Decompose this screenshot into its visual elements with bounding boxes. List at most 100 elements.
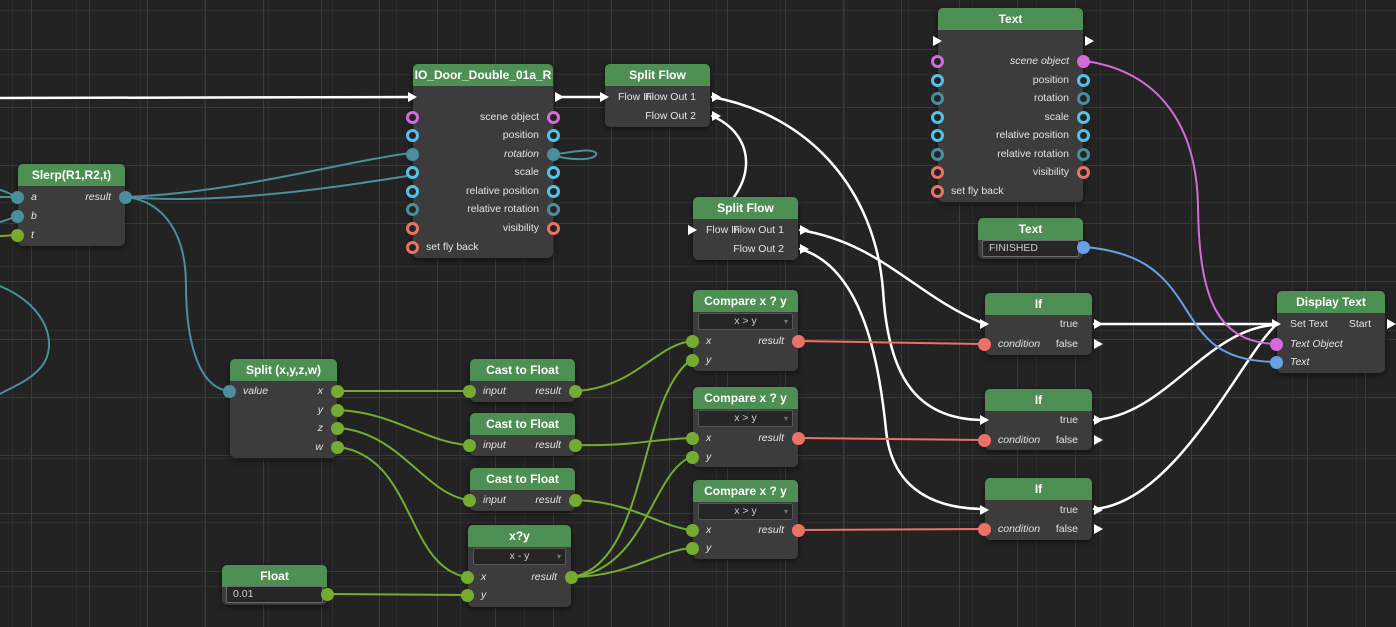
port-result[interactable] bbox=[565, 570, 578, 584]
port-y[interactable] bbox=[686, 353, 699, 367]
flow-in-port-flow-in[interactable] bbox=[600, 91, 609, 102]
port-relative-rotation[interactable] bbox=[547, 202, 560, 216]
port-condition[interactable] bbox=[978, 433, 991, 447]
port-a[interactable] bbox=[11, 190, 24, 204]
port-result[interactable] bbox=[569, 493, 582, 507]
port-input[interactable] bbox=[406, 184, 419, 198]
port-condition[interactable] bbox=[978, 522, 991, 536]
port-result[interactable] bbox=[119, 190, 132, 204]
port-relative-position[interactable] bbox=[1077, 128, 1090, 142]
operator-dropdown[interactable]: x > y▾ bbox=[698, 410, 793, 427]
port-text-object[interactable] bbox=[1270, 337, 1283, 351]
port-input[interactable] bbox=[931, 165, 944, 179]
port-set-fly-back[interactable] bbox=[931, 184, 944, 198]
port-relative-position[interactable] bbox=[547, 184, 560, 198]
port-result[interactable] bbox=[569, 384, 582, 398]
port-scale[interactable] bbox=[547, 165, 560, 179]
port-b[interactable] bbox=[11, 209, 24, 223]
port-visibility[interactable] bbox=[547, 221, 560, 235]
port-input[interactable] bbox=[931, 91, 944, 105]
flow-out-port-false[interactable] bbox=[1094, 338, 1103, 349]
port-x[interactable] bbox=[686, 334, 699, 348]
flow-in-port[interactable] bbox=[980, 504, 989, 515]
flow-out-port-false[interactable] bbox=[1094, 434, 1103, 445]
flow-out-port[interactable] bbox=[1085, 35, 1094, 46]
flow-out-port-start[interactable] bbox=[1387, 318, 1396, 329]
port-rotation[interactable] bbox=[1077, 91, 1090, 105]
port-output[interactable] bbox=[321, 587, 334, 601]
value-input[interactable]: 0.01 bbox=[226, 586, 323, 603]
flow-out-port-false[interactable] bbox=[1094, 523, 1103, 534]
port-x[interactable] bbox=[686, 523, 699, 537]
port-scene-object[interactable] bbox=[547, 110, 560, 124]
port-input[interactable] bbox=[406, 110, 419, 124]
port-t[interactable] bbox=[11, 228, 24, 242]
operator-dropdown[interactable]: x > y▾ bbox=[698, 313, 793, 330]
flow-in-port-set-text[interactable] bbox=[1272, 318, 1281, 329]
port-position[interactable] bbox=[1077, 73, 1090, 87]
port-visibility[interactable] bbox=[1077, 165, 1090, 179]
port-result[interactable] bbox=[792, 431, 805, 445]
port-x[interactable] bbox=[331, 384, 344, 398]
flow-in-port[interactable] bbox=[980, 318, 989, 329]
flow-out-port-true[interactable] bbox=[1094, 414, 1103, 425]
port-x[interactable] bbox=[461, 570, 474, 584]
operator-dropdown[interactable]: x - y▾ bbox=[473, 548, 566, 565]
port-y[interactable] bbox=[461, 588, 474, 602]
port-input[interactable] bbox=[406, 165, 419, 179]
operator-dropdown[interactable]: x > y▾ bbox=[698, 503, 793, 520]
flow-out-port-true[interactable] bbox=[1094, 504, 1103, 515]
port-input[interactable] bbox=[931, 73, 944, 87]
port-y[interactable] bbox=[686, 541, 699, 555]
flow-out-port[interactable] bbox=[555, 91, 564, 102]
port-rotation[interactable] bbox=[547, 147, 560, 161]
port-y[interactable] bbox=[331, 403, 344, 417]
port-input[interactable] bbox=[406, 128, 419, 142]
port-result[interactable] bbox=[792, 334, 805, 348]
port-w[interactable] bbox=[331, 440, 344, 454]
port-relative-rotation[interactable] bbox=[1077, 147, 1090, 161]
port-input[interactable] bbox=[931, 54, 944, 68]
port-input[interactable] bbox=[406, 221, 419, 235]
port-value[interactable] bbox=[223, 384, 236, 398]
port-scene-object[interactable] bbox=[1077, 54, 1090, 68]
flow-in-port[interactable] bbox=[408, 91, 417, 102]
value-input[interactable]: FINISHED bbox=[982, 240, 1079, 257]
port-input[interactable] bbox=[463, 384, 476, 398]
port-output[interactable] bbox=[1077, 240, 1090, 254]
flow-out-port-flow-out-2[interactable] bbox=[800, 243, 809, 254]
port-scale[interactable] bbox=[1077, 110, 1090, 124]
flow-in-port[interactable] bbox=[980, 414, 989, 425]
port-text[interactable] bbox=[1270, 355, 1283, 369]
port-input[interactable] bbox=[463, 493, 476, 507]
port-input[interactable] bbox=[931, 128, 944, 142]
flow-out-port-true[interactable] bbox=[1094, 318, 1103, 329]
port-z[interactable] bbox=[331, 421, 344, 435]
flow-in-port-flow-in[interactable] bbox=[688, 224, 697, 235]
port-position[interactable] bbox=[547, 128, 560, 142]
flow-in-port[interactable] bbox=[933, 35, 942, 46]
port-input[interactable] bbox=[406, 202, 419, 216]
port-input[interactable] bbox=[406, 147, 419, 161]
flow-out-port-flow-out-1[interactable] bbox=[712, 91, 721, 102]
port-input[interactable] bbox=[931, 110, 944, 124]
flow-out-port-flow-out-2[interactable] bbox=[712, 110, 721, 121]
